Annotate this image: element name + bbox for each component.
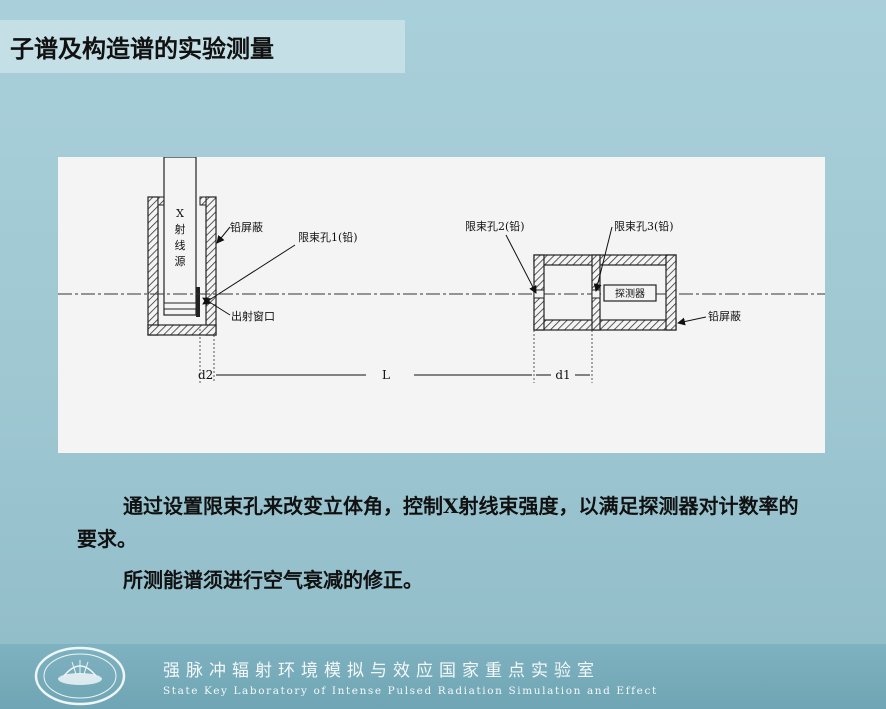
dim-d1: d1 — [555, 368, 570, 382]
paragraph-1: 通过设置限束孔来改变立体角，控制X射线束强度，以满足探测器对计数率的要求。 — [77, 494, 799, 551]
lab-name-cn: 强脉冲辐射环境模拟与效应国家重点实验室 — [163, 661, 600, 681]
collimator-1 — [196, 287, 200, 317]
label-exit-window: 出射窗口 — [231, 309, 275, 323]
detector: 探测器 — [603, 284, 657, 302]
lab-name-en: State Key Laboratory of Intense Pulsed R… — [163, 685, 658, 697]
source-label-2: 线 — [175, 238, 186, 252]
experiment-diagram: X 射 线 源 探测器 铅屏蔽 限束孔1(铅) — [58, 157, 825, 453]
label-collimator-3: 限束孔3(铅) — [614, 219, 674, 233]
dimension-lines: d2 L d1 — [198, 329, 593, 383]
title-bar: 子谱及构造谱的实验测量 — [0, 20, 405, 73]
xray-source: X 射 线 源 — [163, 157, 197, 316]
body-text: 通过设置限束孔来改变立体角，控制X射线束强度，以满足探测器对计数率的要求。 所测… — [77, 490, 807, 597]
source-label-3: 源 — [175, 254, 186, 268]
label-collimator-2: 限束孔2(铅) — [465, 219, 525, 233]
source-label-1: 射 — [175, 222, 186, 236]
label-lead-shield-right: 铅屏蔽 — [708, 309, 741, 323]
footer: 强脉冲辐射环境模拟与效应国家重点实验室 State Key Laboratory… — [0, 644, 886, 709]
left-lead-shield — [147, 196, 217, 336]
paragraph-2: 所测能谱须进行空气衰减的修正。 — [123, 568, 423, 592]
detector-label: 探测器 — [615, 287, 645, 300]
label-collimator-1: 限束孔1(铅) — [298, 230, 358, 244]
lab-logo-icon — [34, 646, 126, 706]
dim-L: L — [382, 368, 390, 382]
label-lead-shield-left: 铅屏蔽 — [230, 220, 263, 234]
dim-d2: d2 — [198, 368, 213, 382]
page-title: 子谱及构造谱的实验测量 — [10, 35, 274, 63]
source-label-0: X — [176, 207, 184, 220]
